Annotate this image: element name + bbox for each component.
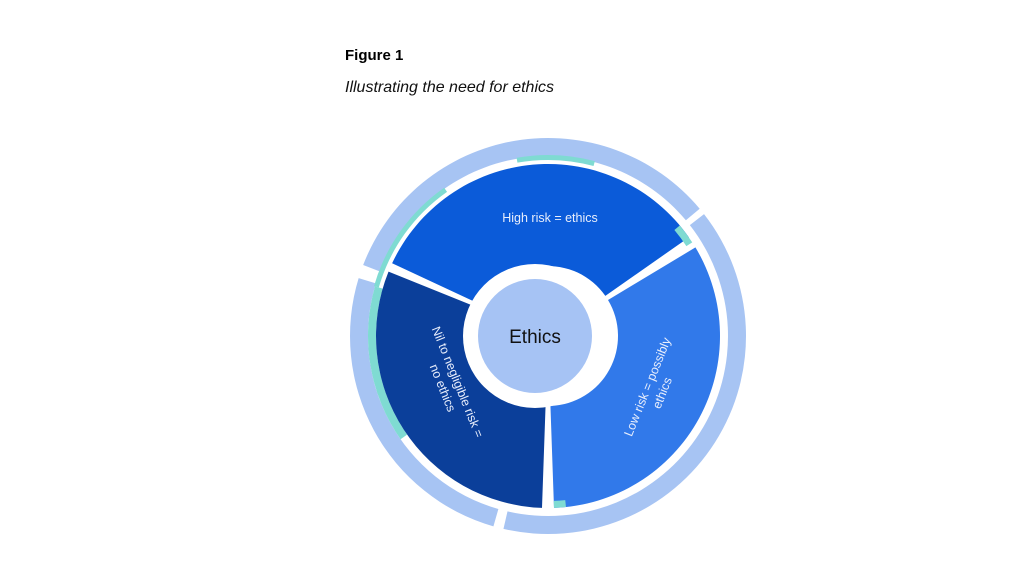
center-label: Ethics (509, 327, 561, 348)
accent-arc (368, 286, 408, 440)
segment-high-risk (392, 164, 689, 307)
accent-arc (374, 187, 448, 288)
accent-mark (553, 500, 566, 508)
outer-ring-arc (503, 214, 746, 534)
figure-caption: Illustrating the need for ethics (345, 79, 555, 96)
center-circle-fill (478, 279, 592, 393)
segment-low-risk (550, 247, 720, 508)
segment-label-high-risk: High risk = ethics (502, 211, 598, 225)
figure-number: Figure 1 (345, 47, 404, 64)
segment-nil-risk (376, 271, 546, 508)
accent-arc (516, 154, 595, 166)
outer-ring-arc (350, 278, 499, 527)
accent-mark (674, 225, 693, 247)
outer-ring-arc (363, 137, 700, 272)
